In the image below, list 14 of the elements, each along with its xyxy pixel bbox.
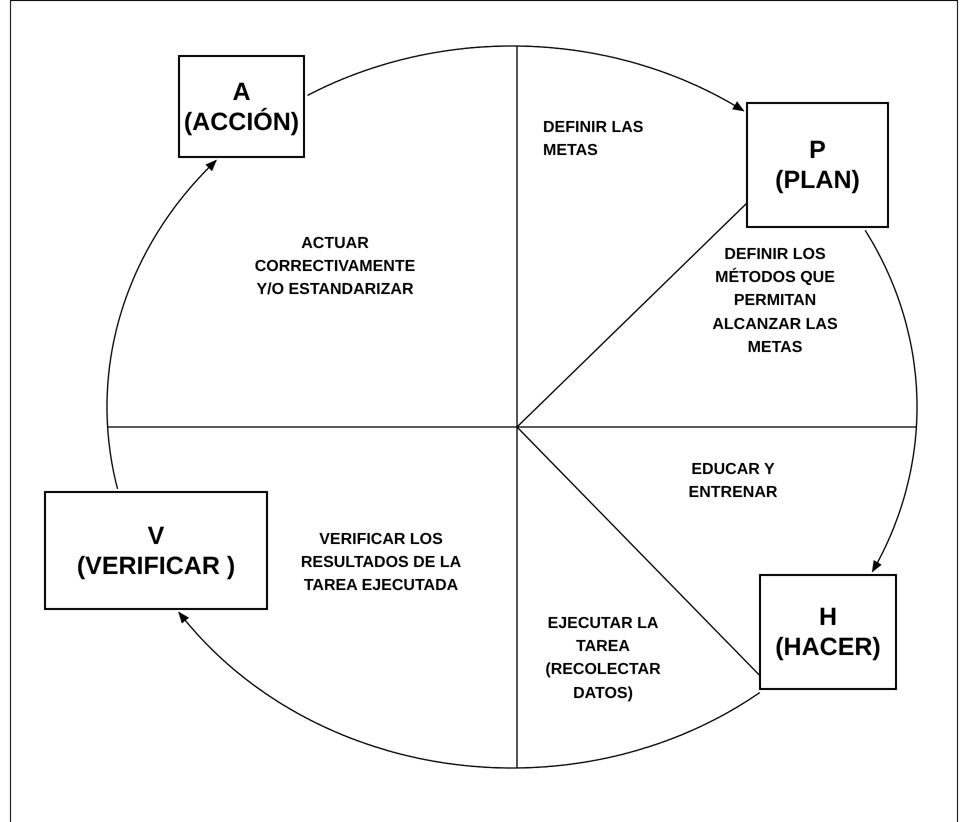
phase-box: H (HACER) xyxy=(759,574,897,690)
step-text: EDUCAR Y ENTRENAR xyxy=(688,460,778,504)
arrow xyxy=(864,230,918,573)
phase-box: V (VERIFICAR ) xyxy=(44,491,268,610)
step-text: DEFINIR LOS MÉTODOS QUE PERMITAN ALCANZAR LAS METAS xyxy=(711,245,839,358)
phase-box: A (ACCIÓN) xyxy=(178,55,305,158)
arrow xyxy=(307,45,744,112)
arrow xyxy=(178,611,760,769)
arrow xyxy=(106,160,217,490)
step-text: EJECUTAR LA TAREA (RECOLECTAR DATOS) xyxy=(544,614,662,704)
step-text: ACTUAR CORRECTIVAMENTE Y/O ESTANDARIZAR xyxy=(254,234,416,300)
phase-box: P (PLAN) xyxy=(746,102,889,228)
step-text: VERIFICAR LOS RESULTADOS DE LA TAREA EJECUTADA xyxy=(300,530,462,596)
step-text: DEFINIR LAS METAS xyxy=(543,118,644,162)
